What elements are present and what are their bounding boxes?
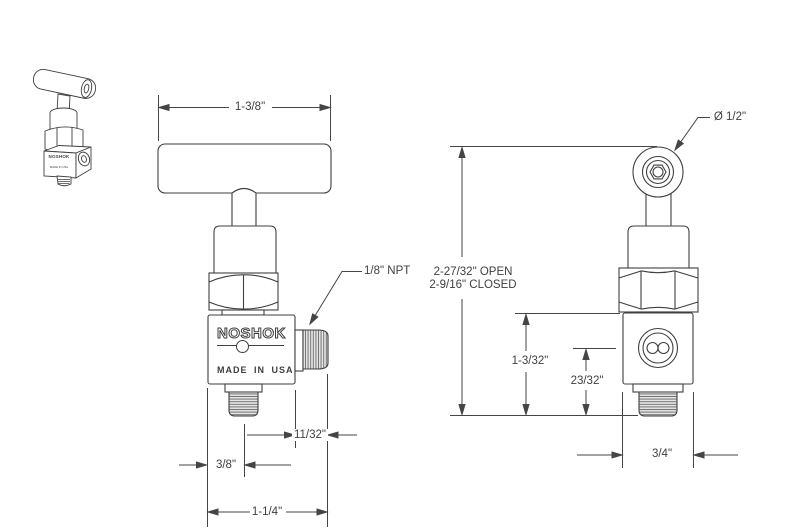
- port-center-height-label: 23/32": [568, 375, 606, 387]
- iso-side-port: [77, 151, 91, 167]
- side-port-face: [637, 327, 679, 369]
- bottom-port-offset-label: 3/8": [213, 459, 239, 471]
- front-neck: [221, 309, 265, 316]
- front-bottom-port-threads: [228, 391, 259, 417]
- side-handle-end: [632, 146, 684, 198]
- front-bottom-port-collar: [224, 383, 263, 393]
- open-height-label: 2-27/32" OPEN: [433, 266, 513, 278]
- dim-side-port-length: [247, 374, 357, 527]
- handle-diameter-label: Ø 1/2": [711, 111, 749, 123]
- iso-made-in-label: MADE IN USA: [49, 165, 69, 169]
- side-bonnet: [627, 225, 690, 269]
- front-bonnet: [213, 225, 277, 274]
- iso-handle: [32, 68, 97, 99]
- dim-npt-leader: [309, 271, 362, 326]
- brand-logo: NOSHOK: [217, 325, 286, 346]
- dim-handle-width: [157, 95, 332, 141]
- front-stem: [231, 187, 257, 226]
- front-hex-nut: [208, 272, 279, 311]
- dim-body-width: [577, 392, 738, 468]
- front-view: [157, 143, 332, 417]
- dim-overall-height: [450, 145, 657, 417]
- side-hex-nut: [618, 267, 699, 313]
- side-bottom-port-collar: [632, 383, 684, 393]
- dim-body-top-height: [515, 312, 620, 417]
- height-open-closed-label: 2-27/32" OPEN 2-9/16" CLOSED: [427, 266, 519, 292]
- dim-handle-diameter-leader: [673, 117, 710, 152]
- dimension-lines: [157, 95, 738, 527]
- front-side-port-threads: [302, 329, 329, 370]
- dim-overall-width: [206, 388, 329, 527]
- brand-logo-circle: [236, 340, 249, 353]
- side-bottom-port-threads: [638, 391, 678, 417]
- iso-bottom-port: [56, 175, 72, 187]
- made-in-label: MADE IN USA: [217, 365, 294, 375]
- closed-height-label: 2-9/16" CLOSED: [429, 279, 517, 291]
- npt-label: 1/8" NPT: [362, 265, 413, 277]
- handle-width-label: 1-3/8": [232, 101, 268, 113]
- body-top-height-label: 1-3/32": [509, 355, 551, 367]
- isometric-view: [32, 68, 97, 187]
- front-side-port-collar: [294, 329, 304, 372]
- body-width-label: 3/4": [649, 448, 675, 460]
- dim-port-center-height: [573, 347, 616, 417]
- side-port-length-label: 11/32": [291, 429, 329, 441]
- side-view: [618, 146, 699, 417]
- iso-brand-logo: NOSHOK: [48, 154, 70, 159]
- overall-width-label: 1-1/4": [249, 506, 285, 518]
- dim-bottom-port-offset: [179, 424, 291, 477]
- side-stem: [645, 192, 672, 229]
- front-handle: [157, 143, 332, 194]
